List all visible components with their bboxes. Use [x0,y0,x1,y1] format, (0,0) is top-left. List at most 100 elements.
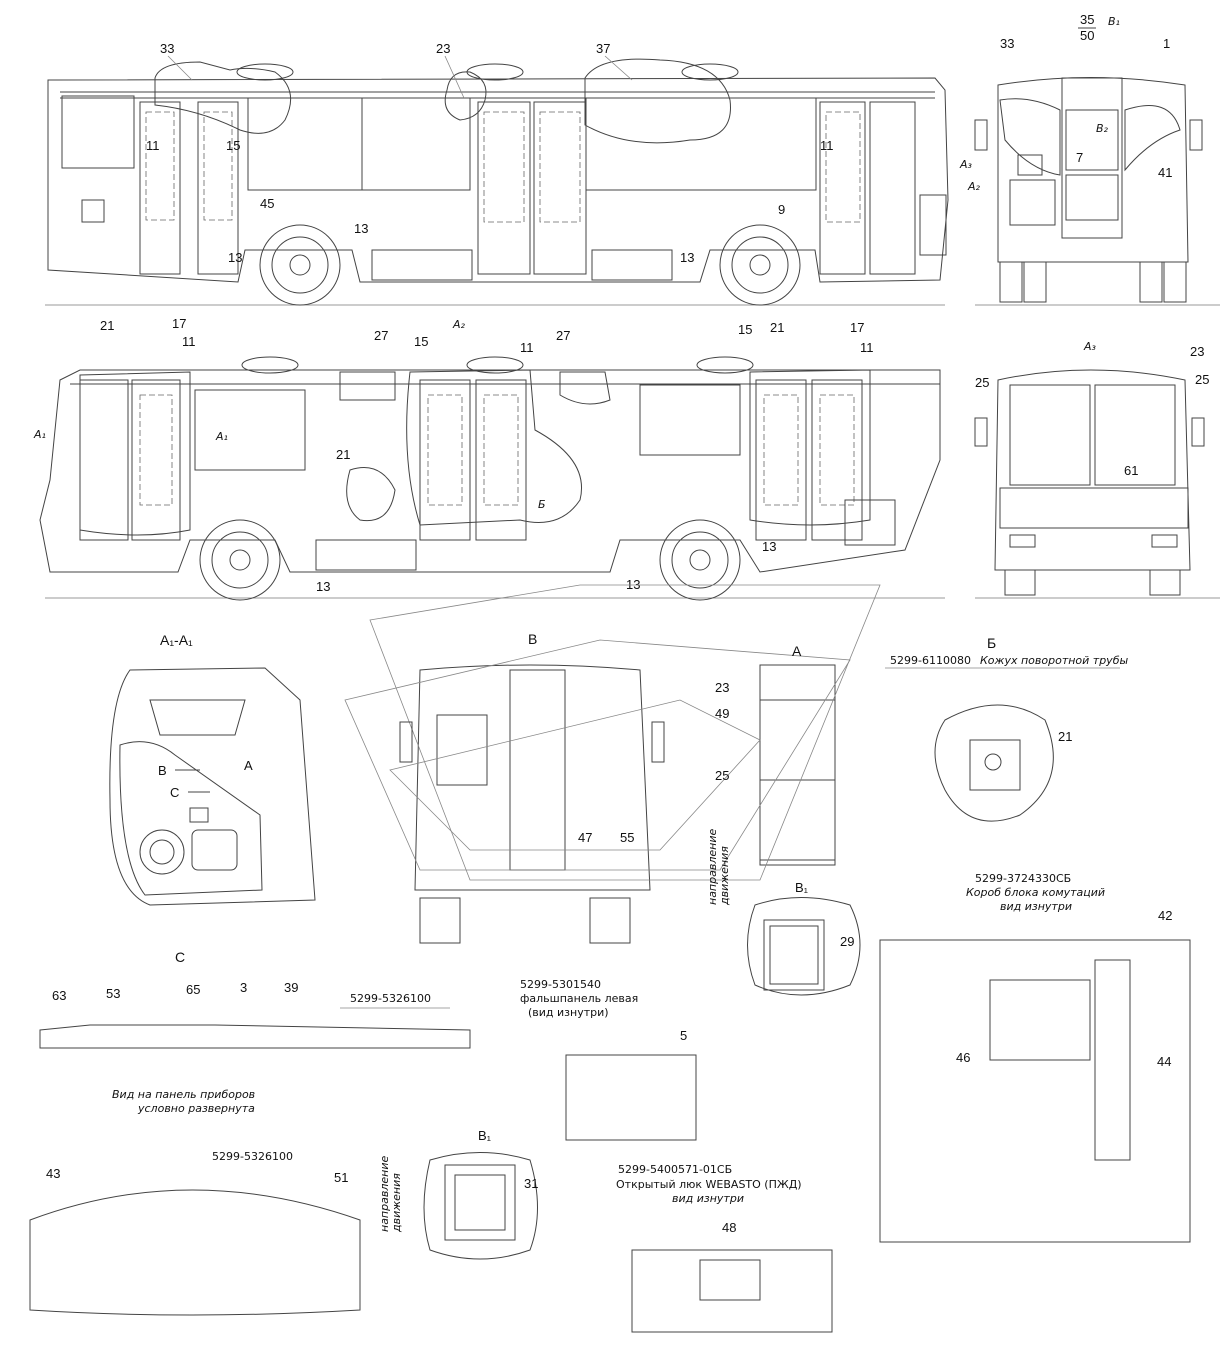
callout: 29 [840,934,854,949]
callout: 55 [620,830,634,845]
callout: 53 [106,986,120,1001]
view-label: Б [538,498,546,511]
view-label: C [170,785,179,800]
detail-korob: 5299-3724330СБ Короб блока комутаций вид… [879,872,1191,1243]
callout: 11 [860,340,874,355]
callout: 1 [1163,36,1170,51]
callout: 50 [1080,28,1094,43]
callout: 45 [260,196,274,211]
callout: 41 [1158,165,1172,180]
instrument-panel-c: C 63 53 65 3 39 5299-5326100 Вид на пане… [39,949,471,1115]
callout: 44 [1157,1054,1171,1069]
section-a1-a1: A₁-A₁ B C A [109,632,316,906]
detail-hatch-b1-mid: B₁ 29 направление движения [706,829,861,996]
view-label: B [528,631,537,647]
callout: 9 [778,202,785,217]
detail-hatch-b1-low: B₁ 31 направление движения [378,1128,538,1260]
part-title: Кожух поворотной трубы [980,654,1128,667]
view-label: A₃ [1083,340,1097,353]
view-label: B₁ [795,880,809,895]
callout: 63 [52,988,66,1003]
bus-side-view-left: 21 17 11 27 15 11 27 15 21 17 11 21 13 1… [33,316,945,601]
detail-kozhukh: Б 5299-6110080 Кожух поворотной трубы 21 [885,635,1128,822]
view-label: A [792,643,802,659]
callout: 13 [316,579,330,594]
callout: 27 [374,328,388,343]
callout: 3 [240,980,247,995]
view-label: B₂ [1096,122,1109,135]
callout: 13 [354,221,368,236]
view-label: A₁ [215,430,228,443]
callout: 13 [626,577,640,592]
callout: 17 [850,320,864,335]
callout: 33 [160,41,174,56]
callout: 48 [722,1220,736,1235]
detail-falshpanel: 5299-5301540 фальшпанель левая (вид изну… [520,978,697,1141]
view-label: B [158,763,167,778]
callout: 31 [524,1176,538,1191]
part-number: 5299-3724330СБ [975,872,1071,885]
callout: 15 [738,322,752,337]
callout: 11 [182,334,196,349]
callout: 23 [1190,344,1204,359]
part-title: Открытый люк WEBASTO (ПЖД) [616,1178,802,1191]
callout: 11 [146,138,160,153]
callout: 35 [1080,12,1094,27]
callout: 15 [414,334,428,349]
direction-label: движения [718,846,731,906]
callout: 5 [680,1028,687,1043]
callout: 17 [172,316,186,331]
bus-front-view: 25 23 25 61 A₃ [974,340,1220,599]
callouts-top-side: 33 23 37 11 15 11 45 9 13 13 13 [146,41,834,265]
callout: 25 [975,375,989,390]
callout: 11 [520,340,534,355]
bus-rear-view: 33 35 50 1 7 41 B₁ B₂ A₃ A₂ [959,12,1220,306]
callout: 51 [334,1170,348,1185]
callout: 13 [228,250,242,265]
callout: 33 [1000,36,1014,51]
callout: 42 [1158,908,1172,923]
callout: 47 [578,830,592,845]
part-number: 5299-6110080 [890,654,971,667]
callout: 65 [186,982,200,997]
view-label: A₁ [33,428,46,441]
bus-rear-cabinet-view: B A 23 49 25 47 55 [344,584,881,944]
callout: 43 [46,1166,60,1181]
view-label: A₃ [959,158,973,171]
view-label: Б [987,635,996,651]
view-label: B₁ [1108,15,1120,28]
instrument-panel-bottom: 5299-5326100 43 51 [29,1150,361,1316]
callout: 21 [336,447,350,462]
view-label: A [244,758,253,773]
callout: 7 [1076,150,1083,165]
part-subtitle: вид изнутри [1000,900,1072,913]
view-label: A₁-A₁ [160,632,193,648]
callout: 13 [680,250,694,265]
callout: 25 [1195,372,1209,387]
view-label: A₂ [452,318,466,331]
part-number: 5299-5326100 [212,1150,293,1163]
direction-label: движения [390,1173,403,1233]
callout: 21 [100,318,114,333]
panel-caption: Вид на панель приборов [112,1088,255,1101]
callout: 21 [770,320,784,335]
callout: 23 [436,41,450,56]
callout: 25 [715,768,729,783]
part-number: 5299-5400571-01СБ [618,1163,732,1176]
callout: 46 [956,1050,970,1065]
view-label: A₂ [967,180,981,193]
callout: 15 [226,138,240,153]
callout: 49 [715,706,729,721]
callout: 23 [715,680,729,695]
part-number: 5299-5326100 [350,992,431,1005]
part-subtitle: вид изнутри [672,1192,744,1205]
callout: 39 [284,980,298,995]
callout: 61 [1124,463,1138,478]
direction-label: направление [706,829,719,905]
part-title: фальшпанель левая [520,992,638,1005]
direction-label: направление [378,1156,391,1232]
callout: 37 [596,41,610,56]
callout: 21 [1058,729,1072,744]
callout: 27 [556,328,570,343]
